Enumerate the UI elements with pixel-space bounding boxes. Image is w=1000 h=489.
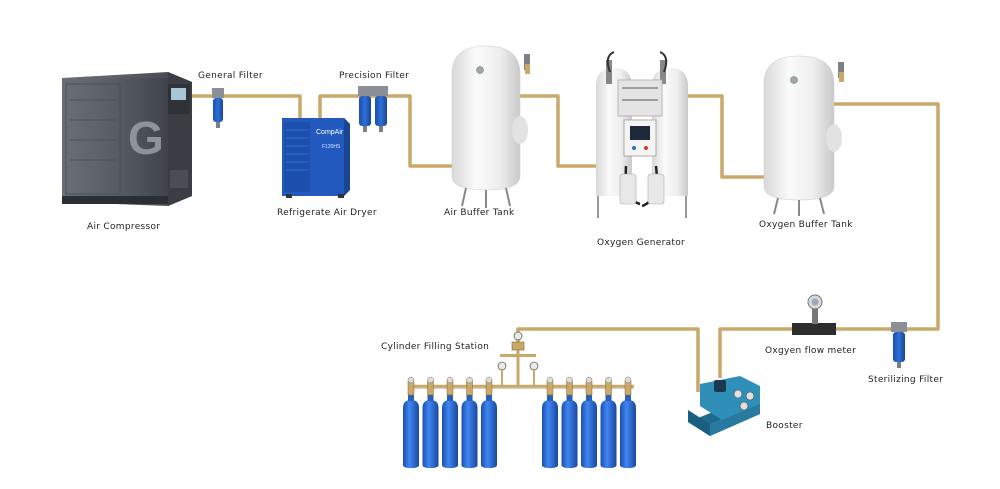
gas-cylinder-right-4 xyxy=(600,376,617,468)
oxygen-flow-meter xyxy=(792,294,836,335)
compressor-logo: G xyxy=(128,112,164,164)
pipe-network xyxy=(192,94,940,392)
label-booster: Booster xyxy=(766,421,803,431)
oxygen-generator xyxy=(596,51,688,218)
label-oxygen-buffer-tank: Oxygen Buffer Tank xyxy=(759,220,853,230)
gas-cylinder-right-2 xyxy=(561,376,578,468)
gas-cylinder-left-1 xyxy=(403,376,419,468)
pipe-air-tank-to-generator xyxy=(520,94,604,168)
cylinder-bank-right xyxy=(542,376,636,468)
general-filter xyxy=(212,88,224,128)
sterilizing-filter xyxy=(891,322,907,368)
cylinder-bank-left xyxy=(403,376,497,468)
gas-cylinder-left-2 xyxy=(422,376,439,468)
gas-cylinder-right-3 xyxy=(581,376,597,468)
label-sterilizing-filter: Sterilizing Filter xyxy=(868,375,944,385)
oxygen-buffer-tank xyxy=(763,55,844,216)
precision-filter xyxy=(358,86,388,132)
pipe-dryer-to-air-tank xyxy=(318,94,458,168)
booster xyxy=(688,376,760,436)
dryer-brand: CompAir xyxy=(316,129,344,136)
gas-cylinder-left-4 xyxy=(461,376,478,468)
label-refrigerate-dryer: Refrigerate Air Dryer xyxy=(277,208,377,218)
label-cylinder-filling-station: Cylinder Filling Station xyxy=(381,342,490,352)
cylinder-filling-station xyxy=(403,331,636,468)
gas-cylinder-left-5 xyxy=(481,376,497,468)
dryer-model: F120HS xyxy=(322,144,341,150)
gas-cylinder-right-5 xyxy=(620,376,636,468)
gas-cylinder-left-3 xyxy=(442,376,458,468)
label-oxygen-generator: Oxygen Generator xyxy=(597,238,686,248)
air-compressor: G xyxy=(62,72,192,206)
label-air-buffer-tank: Air Buffer Tank xyxy=(444,208,515,218)
refrigerate-air-dryer: CompAir F120HS xyxy=(282,118,350,198)
pipe-oxygen-tank-to-booster xyxy=(718,102,940,378)
label-air-compressor: Air Compressor xyxy=(87,222,161,232)
pipe-compressor-to-dryer xyxy=(192,94,302,118)
label-precision-filter: Precision Filter xyxy=(339,71,410,81)
pipe-generator-to-oxygen-tank xyxy=(680,94,768,179)
label-general-filter: General Filter xyxy=(198,71,263,81)
label-oxygen-flow-meter: Oxgyen flow meter xyxy=(765,346,857,356)
gas-cylinder-right-1 xyxy=(542,376,558,468)
air-buffer-tank xyxy=(451,45,530,208)
